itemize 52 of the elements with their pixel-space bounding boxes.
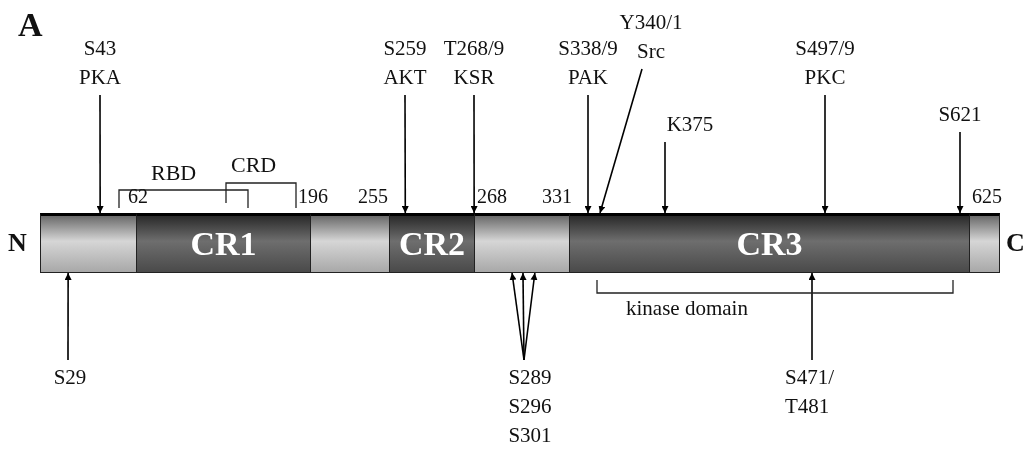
domain-label: CR1 [190, 227, 257, 261]
residue-label: K375 [666, 111, 714, 138]
domain-segment [137, 213, 311, 273]
kinase-label: AKT [383, 64, 427, 91]
arrow [956, 131, 964, 214]
residue-label: S296 [508, 393, 552, 420]
residue-label: S338/9 [558, 35, 618, 62]
arrow [523, 272, 538, 361]
domain-segment [970, 213, 1000, 273]
domain-segment [570, 213, 970, 273]
terminus-label: C [1006, 228, 1025, 258]
kinase-label: PAK [567, 64, 609, 91]
residue-number: 331 [542, 184, 572, 208]
residue-label: S471/ T481 [785, 364, 835, 420]
kinase-label: PKA [79, 64, 121, 91]
arrow [401, 94, 409, 214]
arrow [584, 94, 592, 214]
domain-label: CR2 [398, 227, 466, 261]
residue-number: 625 [972, 184, 1002, 208]
residue-label: S289 [508, 364, 552, 391]
residue-number: 268 [477, 184, 507, 208]
terminus-label: N [8, 228, 27, 258]
domain-segment [390, 213, 475, 273]
residue-number: 196 [298, 184, 328, 208]
residue-label: S621 [938, 101, 982, 128]
domain-segment [40, 213, 137, 273]
kinase-label: PKC [804, 64, 846, 91]
kinase-label: Src [637, 38, 665, 65]
arrow [64, 272, 72, 361]
residue-label: S43 [83, 35, 117, 62]
panel-letter: A [18, 6, 43, 44]
residue-label: S259 [383, 35, 427, 62]
domain-label: CR3 [736, 227, 803, 261]
region-label: RBD [151, 160, 197, 186]
residue-number: 255 [358, 184, 388, 208]
arrow [598, 68, 643, 214]
arrow [470, 94, 478, 214]
residue-label: Y340/1 [619, 9, 683, 36]
residue-label: S301 [508, 422, 552, 449]
arrow [661, 141, 669, 214]
kinase-label: KSR [453, 64, 495, 91]
domain-segment [311, 213, 390, 273]
arrow [821, 94, 829, 214]
region-label: kinase domain [626, 296, 748, 321]
residue-number: 62 [128, 184, 148, 208]
domain-segment [475, 213, 570, 273]
residue-label: S29 [53, 364, 87, 391]
residue-label: S497/9 [795, 35, 855, 62]
arrow [808, 272, 816, 361]
region-label: CRD [231, 152, 277, 178]
arrow [96, 94, 104, 214]
residue-label: T268/9 [443, 35, 505, 62]
